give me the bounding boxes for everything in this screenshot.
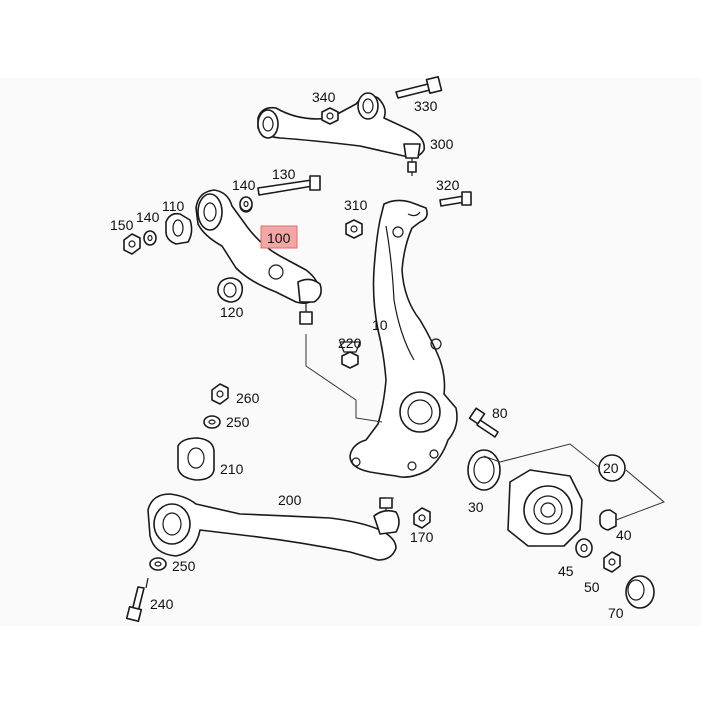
label-170[interactable]: 170 [410,529,434,545]
label-50[interactable]: 50 [584,579,600,595]
label-260[interactable]: 260 [236,390,260,406]
bolt-130[interactable] [257,175,321,196]
nut-170[interactable] [413,507,431,529]
label-40[interactable]: 40 [616,527,632,543]
label-300[interactable]: 300 [430,136,454,152]
bolt-240[interactable] [125,577,149,623]
bushing-120[interactable] [217,277,244,303]
steering-knuckle-10[interactable] [349,199,458,478]
label-150[interactable]: 150 [110,217,134,233]
label-10[interactable]: 10 [372,317,388,333]
label-ring-20 [598,454,626,482]
washer-250-lower[interactable] [149,557,167,571]
washer-45[interactable] [575,538,593,558]
washer-250-upper[interactable] [203,415,221,429]
washer-140-left[interactable] [143,230,157,246]
bushing-210[interactable] [177,437,215,481]
bolt-80[interactable] [468,407,499,438]
label-70[interactable]: 70 [608,605,624,621]
label-340[interactable]: 340 [312,89,336,105]
bushing-40[interactable] [599,509,617,531]
label-20[interactable]: 20 [603,460,619,476]
label-140-upper[interactable]: 140 [232,177,256,193]
seal-30[interactable] [467,449,501,491]
label-45[interactable]: 45 [558,563,574,579]
cap-70[interactable] [625,575,655,609]
bushing-110[interactable] [165,212,193,245]
wheel-hub-bearing[interactable] [507,469,583,547]
label-140-left[interactable]: 140 [136,209,160,225]
label-210[interactable]: 210 [220,461,244,477]
label-120[interactable]: 120 [220,304,244,320]
nut-340[interactable] [321,107,339,125]
label-30[interactable]: 30 [468,499,484,515]
label-200[interactable]: 200 [278,492,302,508]
nut-310[interactable] [345,219,363,239]
bolt-330[interactable] [395,75,443,99]
label-100[interactable]: 100 [267,230,291,246]
nut-150[interactable] [123,233,141,255]
label-220[interactable]: 220 [338,335,362,351]
label-130[interactable]: 130 [272,166,296,182]
label-250-lower[interactable]: 250 [172,558,196,574]
label-240[interactable]: 240 [150,596,174,612]
label-110[interactable]: 110 [162,198,185,214]
nut-50[interactable] [603,551,621,573]
bolt-320[interactable] [439,191,472,207]
label-330[interactable]: 330 [414,98,438,114]
upper-control-arm-300[interactable] [257,92,426,176]
label-320[interactable]: 320 [436,177,460,193]
lower-control-arm-200[interactable] [147,493,400,561]
washer-140-upper[interactable] [239,196,253,212]
leader-lines [305,334,665,521]
label-250-upper[interactable]: 250 [226,414,250,430]
label-310[interactable]: 310 [344,197,368,213]
highlight-100 [260,225,298,249]
label-80[interactable]: 80 [492,405,508,421]
nut-260[interactable] [211,383,229,405]
control-arm-100[interactable] [195,189,322,325]
nut-220[interactable] [339,341,361,369]
